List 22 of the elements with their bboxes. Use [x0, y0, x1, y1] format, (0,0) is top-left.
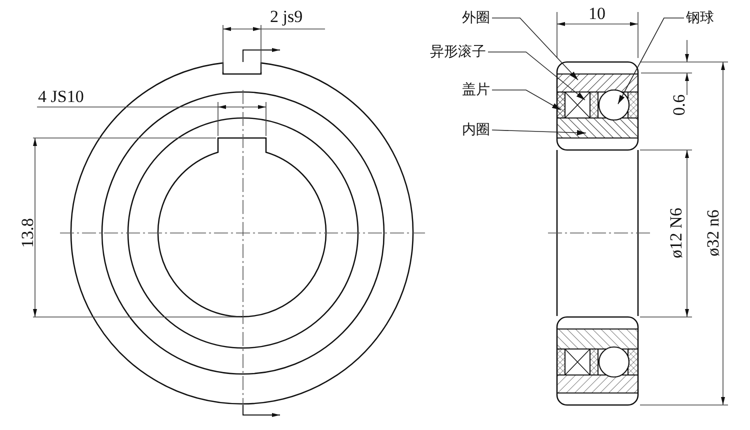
bearing-part — [556, 118, 638, 138]
leader-line — [488, 52, 586, 100]
leader-line — [618, 18, 684, 104]
leader-line — [492, 130, 586, 136]
bearing-part — [556, 74, 638, 92]
part-label: 盖片 — [462, 82, 490, 98]
part-label: 内圈 — [462, 122, 490, 138]
part-label: 钢球 — [686, 10, 714, 26]
dimension-text: 4 JS10 — [38, 88, 84, 106]
leader-line — [492, 90, 562, 110]
part-label: 异形滚子 — [430, 44, 486, 60]
dimension-text: 13.8 — [18, 218, 37, 248]
leader-line — [492, 18, 578, 80]
part-label: 外圈 — [462, 10, 490, 26]
bearing-part — [556, 92, 566, 118]
ball — [598, 90, 630, 120]
bearing-part — [564, 92, 590, 118]
dimension-text: ø12 N6 — [666, 208, 685, 258]
dimension-text: 10 — [588, 5, 606, 23]
dimension-text: 0.6 — [670, 94, 688, 116]
dimension-text: 2 js9 — [270, 8, 303, 26]
dimension-text: ø32 n6 — [704, 210, 722, 256]
